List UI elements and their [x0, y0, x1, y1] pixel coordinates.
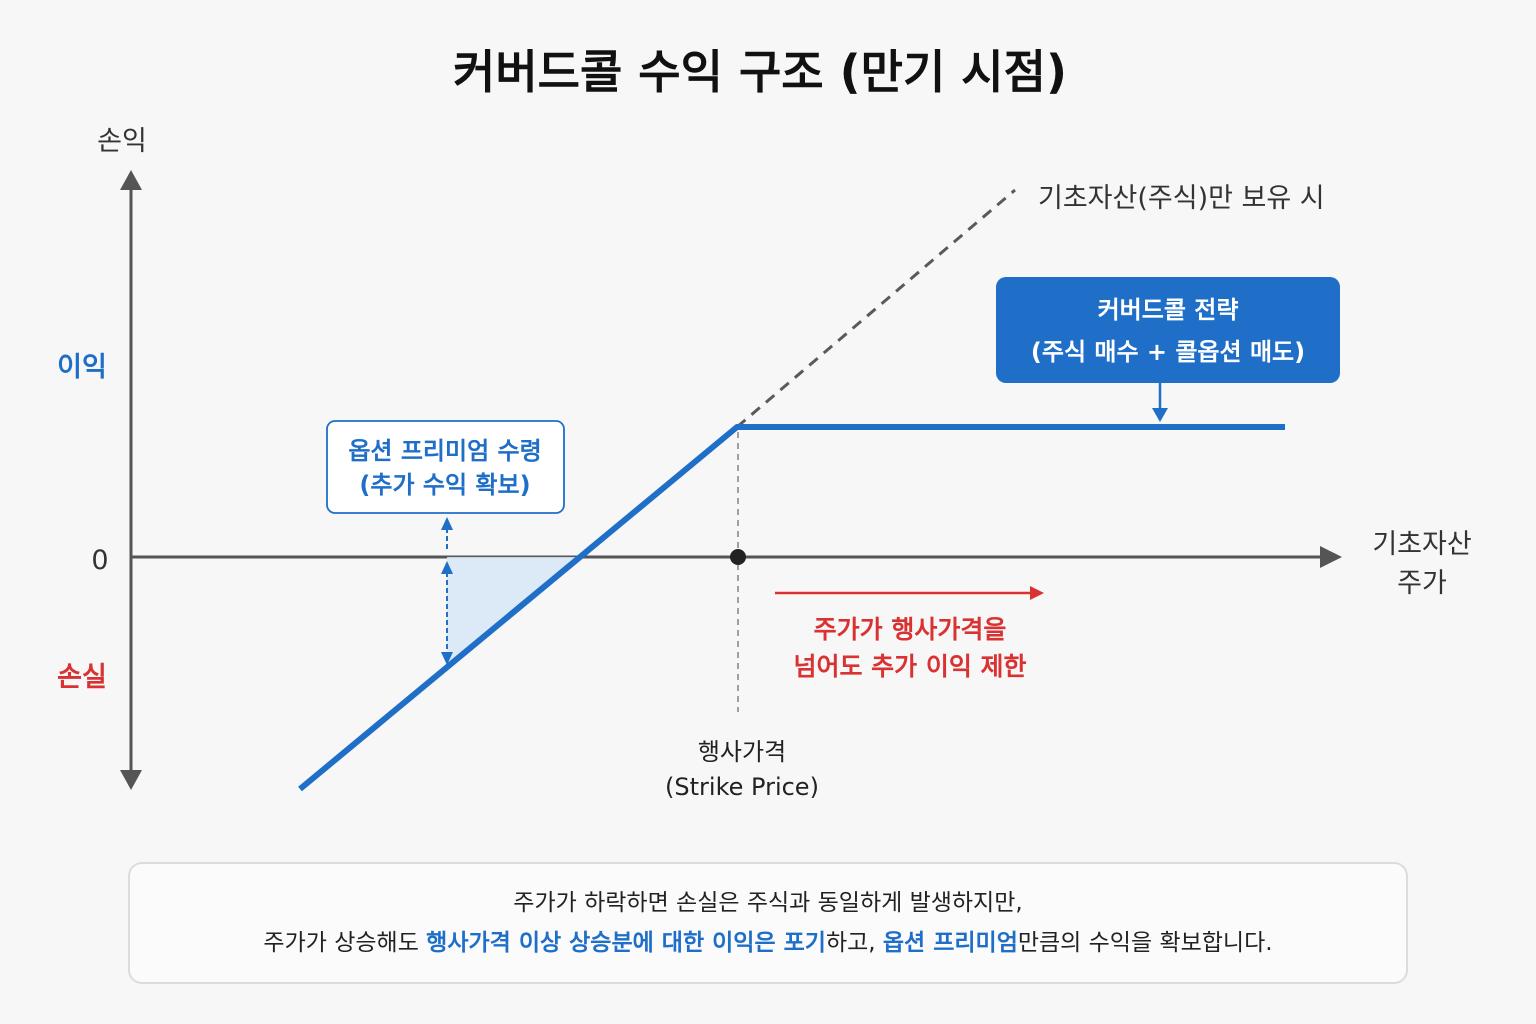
- summary-highlight-capped-gain: 행사가격 이상 상승분에 대한 이익은 포기: [426, 930, 826, 956]
- premium-box-title: 옵션 프리미엄 수령: [348, 437, 541, 465]
- covered-call-payoff-line: [298, 424, 1285, 792]
- premium-lower-down-arrow-icon: [441, 652, 453, 665]
- x-axis-arrow-icon: [1320, 546, 1342, 568]
- premium-box: [326, 420, 565, 514]
- loss-label: 손실: [57, 662, 107, 693]
- strategy-pointer-arrow-icon: [1152, 408, 1168, 422]
- summary-highlight-premium: 옵션 프리미엄: [882, 930, 1018, 956]
- summary-box: 주가가 하락하면 손실은 주식과 동일하게 발생하지만, 주가가 상승해도 행사…: [128, 862, 1408, 984]
- premium-lower-up-arrow-icon: [441, 561, 453, 574]
- y-axis-down-arrow-icon: [120, 770, 142, 790]
- profit-label: 이익: [57, 352, 107, 383]
- cap-note-line1: 주가가 행사가격을: [814, 615, 1007, 644]
- cap-arrow-icon: [1030, 586, 1044, 600]
- strike-label-line1: 행사가격: [698, 738, 786, 766]
- x-axis-label-line1: 기초자산: [1372, 529, 1471, 560]
- strike-label-line2: (Strike Price): [665, 773, 819, 801]
- page-title: 커버드콜 수익 구조 (만기 시점): [453, 45, 1067, 99]
- premium-upper-arrow-icon: [441, 517, 453, 530]
- stock-only-dashed-line: [736, 188, 1016, 429]
- strategy-box-subtitle: (주식 매수 + 콜옵션 매도): [1031, 338, 1305, 366]
- strategy-box-title: 커버드콜 전략: [1098, 296, 1239, 324]
- y-axis-up-arrow-icon: [120, 170, 142, 190]
- summary-line2: 주가가 상승해도 행사가격 이상 상승분에 대한 이익은 포기하고, 옵션 프리…: [263, 923, 1272, 963]
- premium-box-subtitle: (추가 수익 확보): [359, 471, 530, 499]
- x-axis-label-line2: 주가: [1397, 568, 1447, 599]
- summary-line2-end: 만큼의 수익을 확보합니다.: [1017, 930, 1273, 956]
- cap-note-line2: 넘어도 추가 이익 제한: [793, 652, 1026, 681]
- summary-line2-start: 주가가 상승해도: [263, 930, 427, 956]
- strike-point-marker: [730, 549, 746, 565]
- stock-only-label: 기초자산(주식)만 보유 시: [1038, 183, 1325, 214]
- strategy-box: [996, 277, 1340, 383]
- summary-line2-middle: 하고,: [825, 930, 883, 956]
- summary-line1: 주가가 하락하면 손실은 주식과 동일하게 발생하지만,: [513, 889, 1023, 916]
- y-axis-label: 손익: [97, 126, 147, 157]
- zero-label: 0: [91, 545, 108, 576]
